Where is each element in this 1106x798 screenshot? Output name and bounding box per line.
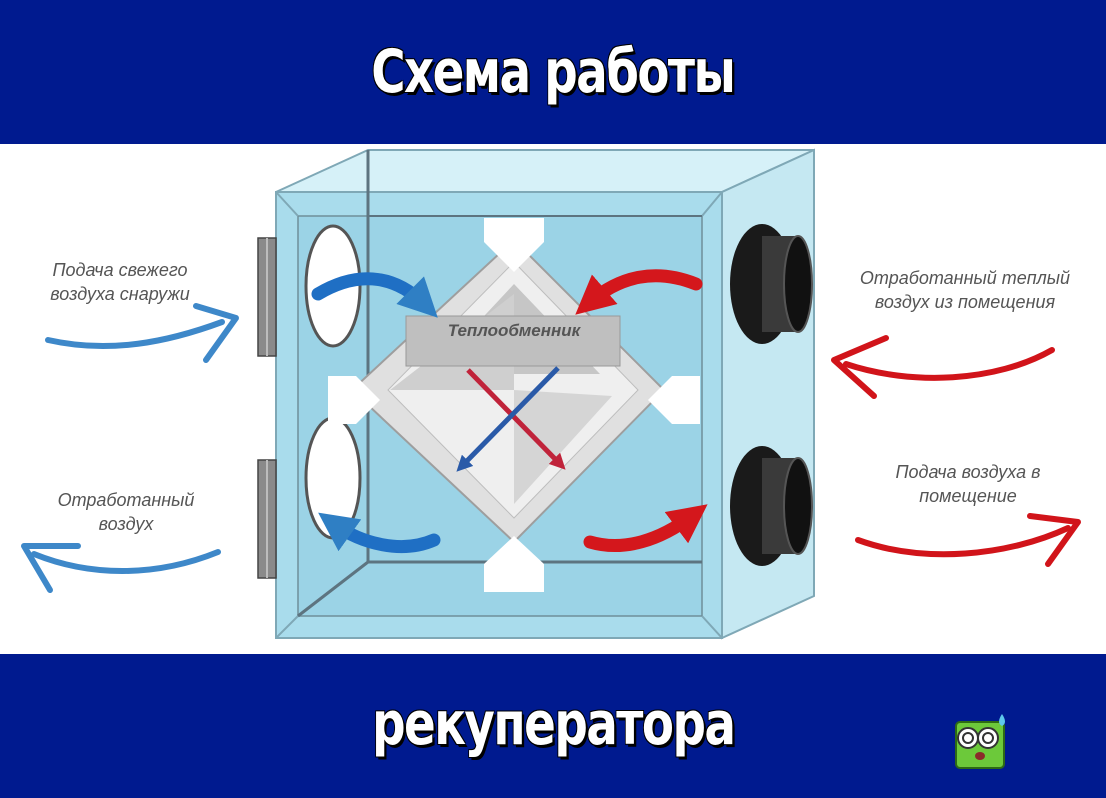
- supply-inner-arrow: [583, 504, 708, 552]
- left-ports: [257, 224, 362, 579]
- recuperator-diagram: Теплообменник Подача свежего воздуха сна…: [0, 144, 1106, 654]
- page-title: Схема работы: [371, 37, 736, 107]
- label-exhaust-out: Отработанный воздух: [57, 490, 195, 534]
- exchanger-label: Теплообменник: [448, 321, 582, 340]
- heat-exchanger: Теплообменник: [328, 218, 700, 592]
- page-subtitle: рекуператора: [371, 689, 736, 759]
- diagram-canvas: Теплообменник: [21, 148, 1081, 640]
- header-banner: Схема работы: [0, 0, 1106, 144]
- supply-outer-arrow: [855, 525, 1071, 558]
- exhaust-outer-arrow: [31, 549, 221, 574]
- exhaust-inner-arrow: [318, 512, 441, 553]
- green-square-mascot-icon: [955, 714, 1005, 769]
- footer-banner: рекуператора: [0, 654, 1106, 798]
- internal-fresh-arrow: [456, 366, 560, 472]
- fresh-in-outer-arrow: [45, 319, 225, 350]
- right-ducts: [730, 224, 813, 566]
- fresh-in-inner-arrow: [311, 272, 438, 318]
- label-fresh-in: Подача свежего воздуха снаружи: [50, 260, 190, 304]
- warm-in-outer-arrow: [843, 347, 1055, 381]
- warm-in-inner-arrow: [575, 269, 703, 315]
- label-warm-in: Отработанный теплый воздух из помещения: [859, 268, 1071, 312]
- internal-warm-arrow: [466, 368, 566, 470]
- label-supply-room: Подача воздуха в помещение: [895, 462, 1041, 506]
